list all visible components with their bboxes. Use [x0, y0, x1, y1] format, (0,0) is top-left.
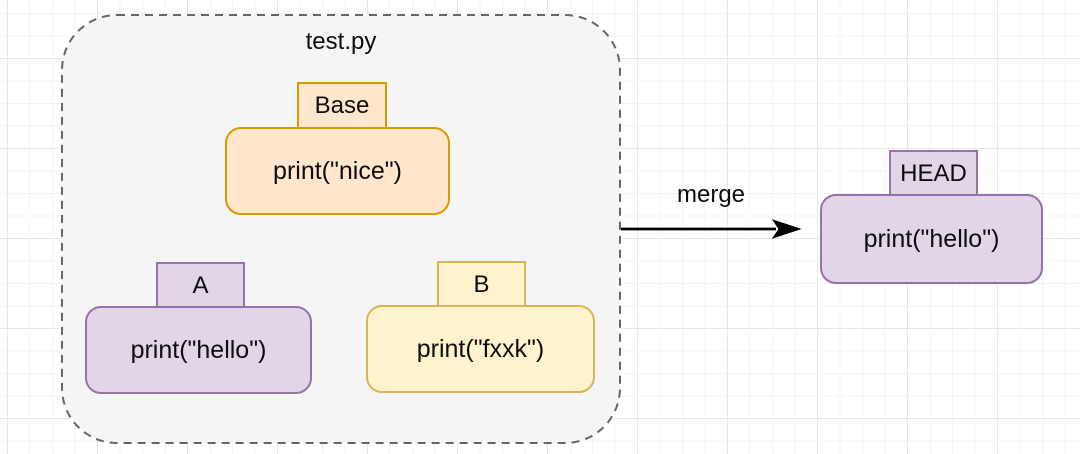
branch-b-code-text: print("fxxk") — [416, 334, 545, 363]
base-body: print("nice") — [225, 127, 450, 215]
branch-a-body: print("hello") — [85, 306, 312, 394]
branch-b-tab-label: B — [473, 270, 490, 298]
base-code-text: print("nice") — [273, 156, 402, 185]
container-label: test.py — [305, 28, 377, 55]
merge-label: merge — [676, 181, 746, 208]
merge-arrow-head — [771, 219, 802, 239]
branch-b-body: print("fxxk") — [366, 305, 595, 393]
base-tab-label: Base — [314, 92, 370, 119]
head-tab: HEAD — [889, 150, 978, 197]
branch-b-tab: B — [437, 261, 526, 308]
head-code-text: print("hello") — [863, 224, 1000, 253]
base-tab: Base — [297, 82, 387, 130]
branch-a-code-text: print("hello") — [130, 335, 267, 364]
head-tab-label: HEAD — [900, 159, 967, 187]
head-body: print("hello") — [820, 194, 1043, 284]
branch-a-tab: A — [156, 262, 245, 309]
branch-a-tab-label: A — [192, 271, 209, 299]
